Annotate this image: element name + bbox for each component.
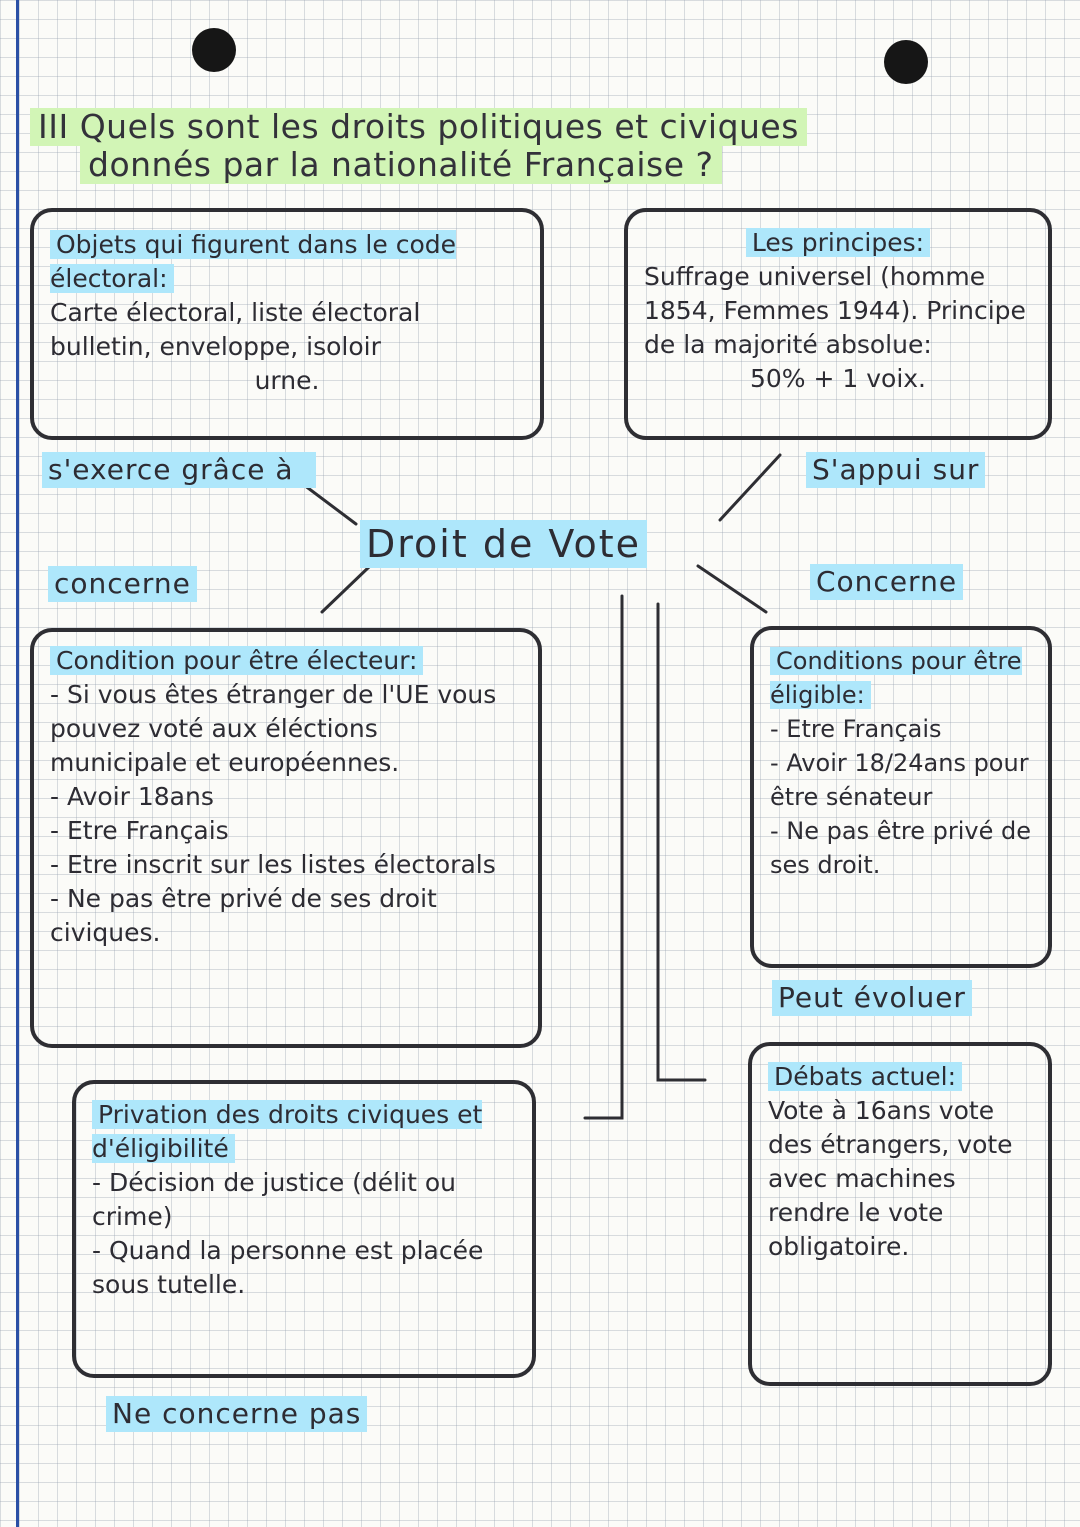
label-evoluer: Peut évoluer: [772, 980, 972, 1016]
connector-principes: [718, 453, 782, 522]
list-item: Décision de justice (délit ou crime): [92, 1166, 516, 1234]
margin-line: [16, 0, 19, 1527]
list-item: Etre Français: [50, 814, 522, 848]
punch-hole-right: [884, 40, 928, 84]
objets-body: Carte électoral, liste électoral bulleti…: [50, 298, 421, 361]
list-item: Avoir 18/24ans pour être sénateur: [770, 746, 1032, 814]
list-item: Quand la personne est placée sous tutell…: [92, 1234, 516, 1302]
page-title: III Quels sont les droits politiques et …: [30, 108, 1050, 184]
connector-concerne-left: [320, 564, 372, 614]
connector-privation: [583, 594, 624, 1120]
principes-heading: Les principes:: [745, 228, 931, 257]
label-ne-concerne: Ne concerne pas: [106, 1396, 368, 1432]
conditions-eligible-heading: Conditions pour être éligible:: [770, 647, 1022, 709]
center-title: Droit de Vote: [360, 520, 647, 568]
box-objets-code-electoral: Objets qui figurent dans le code élector…: [30, 208, 544, 440]
objets-heading: Objets qui figurent dans le code élector…: [50, 230, 456, 293]
box-privation: Privation des droits civiques et d'éligi…: [72, 1080, 536, 1378]
privation-list: Décision de justice (délit ou crime) Qua…: [92, 1166, 516, 1302]
box-debats: Débats actuel: Vote à 16ans vote des étr…: [748, 1042, 1052, 1386]
debats-body: Vote à 16ans vote des étrangers, vote av…: [768, 1096, 1013, 1261]
debats-heading: Débats actuel:: [768, 1062, 963, 1091]
label-concerne-left: concerne: [48, 566, 197, 602]
list-item: Etre Français: [770, 712, 1032, 746]
title-line-2: donnés par la nationalité Française ?: [80, 146, 722, 184]
connector-exerce: [298, 480, 358, 526]
list-item: Etre inscrit sur les listes électorals: [50, 848, 522, 882]
principes-body: Suffrage universel (homme 1854, Femmes 1…: [644, 262, 1026, 359]
punch-hole-left: [192, 28, 236, 72]
list-item: Ne pas être privé de ses droit.: [770, 814, 1032, 882]
principes-last: 50% + 1 voix.: [749, 364, 927, 393]
connector-debats: [656, 602, 707, 1082]
box-principes: Les principes: Suffrage universel (homme…: [624, 208, 1052, 440]
privation-heading: Privation des droits civiques et d'éligi…: [92, 1100, 483, 1163]
list-item: Si vous êtes étranger de l'UE vous pouve…: [50, 678, 522, 780]
box-condition-electeur: Condition pour être électeur: Si vous êt…: [30, 628, 542, 1048]
label-exerce: s'exerce grâce à: [42, 452, 316, 488]
connector-concerne-right: [696, 564, 768, 614]
label-concerne-right: Concerne: [810, 564, 964, 600]
condition-electeur-list: Si vous êtes étranger de l'UE vous pouve…: [50, 678, 522, 950]
title-line-1: III Quels sont les droits politiques et …: [30, 108, 807, 146]
objets-last: urne.: [254, 366, 320, 395]
box-conditions-eligible: Conditions pour être éligible: Etre Fran…: [750, 626, 1052, 968]
list-item: Ne pas être privé de ses droit civiques.: [50, 882, 522, 950]
conditions-eligible-list: Etre Français Avoir 18/24ans pour être s…: [770, 712, 1032, 882]
label-appuie: S'appui sur: [806, 452, 986, 488]
list-item: Avoir 18ans: [50, 780, 522, 814]
condition-electeur-heading: Condition pour être électeur:: [50, 646, 424, 675]
